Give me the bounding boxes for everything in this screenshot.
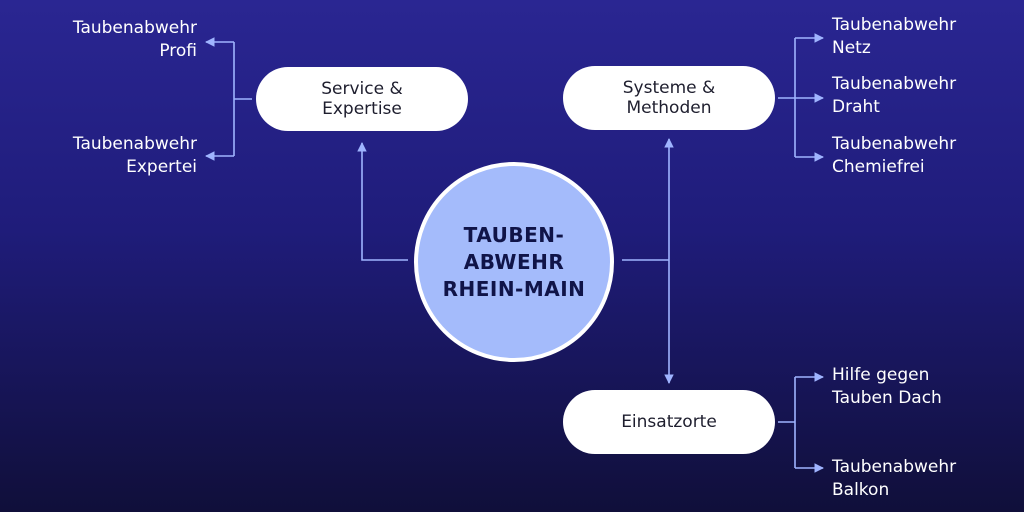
center-node: TAUBEN- ABWEHR RHEIN-MAIN [414,162,614,362]
leaf-taubenabwehr-chemiefrei: Taubenabwehr Chemiefrei [832,134,957,177]
connector-center-service [357,142,408,261]
leaf-taubenabwehr-balkon: Taubenabwehr Balkon [832,457,957,500]
node-einsatzorte: Einsatzorte [563,390,775,454]
leaf-taubenabwehr-expertei: Taubenabwehr Expertei [72,134,197,177]
leaf-hilfe-gegen-tauben-dach: Hilfe gegen Tauben Dach [832,365,942,408]
leaf-taubenabwehr-draht: Taubenabwehr Draht [832,74,957,117]
node-service-expertise: Service & Expertise [256,67,468,131]
leaf-taubenabwehr-profi: Taubenabwehr Profi [72,18,197,61]
node-systeme-methoden: Systeme & Methoden [563,66,775,130]
leaf-taubenabwehr-netz: Taubenabwehr Netz [832,15,957,58]
